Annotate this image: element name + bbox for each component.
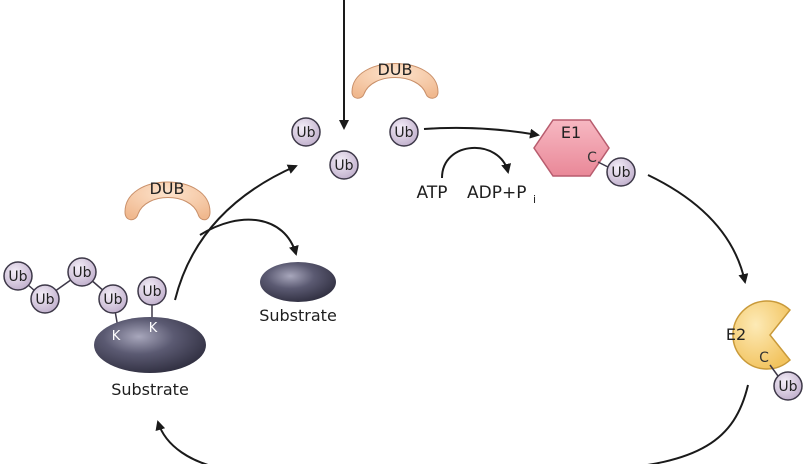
ub-label: Ub [296, 125, 315, 141]
e2-label: E2 [726, 325, 746, 344]
substrate-label: Substrate [259, 306, 337, 325]
ub-label: Ub [142, 284, 161, 300]
chain-ubiquitin-3: Ub [67, 257, 97, 287]
ub-label: Ub [778, 379, 797, 395]
atp-label: ATP [417, 183, 448, 203]
ubiquitinated-substrate: K K Substrate [94, 317, 206, 399]
arrows [155, 0, 749, 464]
ub-label: Ub [72, 265, 91, 281]
e2-cysteine-label: C [759, 350, 769, 366]
atp-hydrolysis-arrow [441, 147, 512, 179]
free-ubiquitin-3: Ub [389, 117, 419, 147]
e1-enzyme: E1 C Ub [533, 119, 636, 187]
substrate-release-arrow [199, 218, 299, 256]
free-ubiquitin-2: Ub [329, 150, 359, 180]
e2-enzyme: E2 C Ub [726, 300, 803, 401]
ub-label: Ub [35, 292, 54, 308]
e1-to-e2-arrow [647, 174, 749, 284]
e1-bound-ubiquitin [606, 157, 636, 187]
released-substrate: Substrate [259, 262, 337, 325]
e1-label: E1 [561, 123, 581, 142]
ub-label: Ub [611, 165, 630, 181]
lysine-label: K [112, 329, 121, 344]
ub-to-e1-arrow [423, 126, 540, 139]
chain-ubiquitin-4: Ub [98, 284, 128, 314]
ub-label: Ub [334, 158, 353, 174]
e1-cysteine-label: C [587, 150, 597, 166]
dub-enzyme-left: DUB [124, 179, 211, 221]
lysine-label: K [149, 321, 158, 336]
e2-bound-ubiquitin [773, 371, 803, 401]
ub-label: Ub [103, 292, 122, 308]
ub-release-arrow [174, 164, 298, 301]
dub-label: DUB [377, 60, 412, 79]
e2-to-substrate-arrow [155, 384, 749, 464]
substrate-label: Substrate [111, 380, 189, 399]
ub-label: Ub [394, 125, 413, 141]
dub-enzyme-top: DUB [351, 60, 439, 99]
ub-label: Ub [8, 269, 27, 285]
adp-subscript: i [533, 193, 536, 206]
chain-ubiquitin-1: Ub [3, 261, 33, 291]
free-ubiquitin-1: Ub [291, 117, 321, 147]
dub-label: DUB [149, 179, 184, 198]
mono-ubiquitin: Ub [137, 276, 167, 306]
chain-ubiquitin-2: Ub [30, 284, 60, 314]
adp-label: ADP+P [467, 183, 526, 203]
